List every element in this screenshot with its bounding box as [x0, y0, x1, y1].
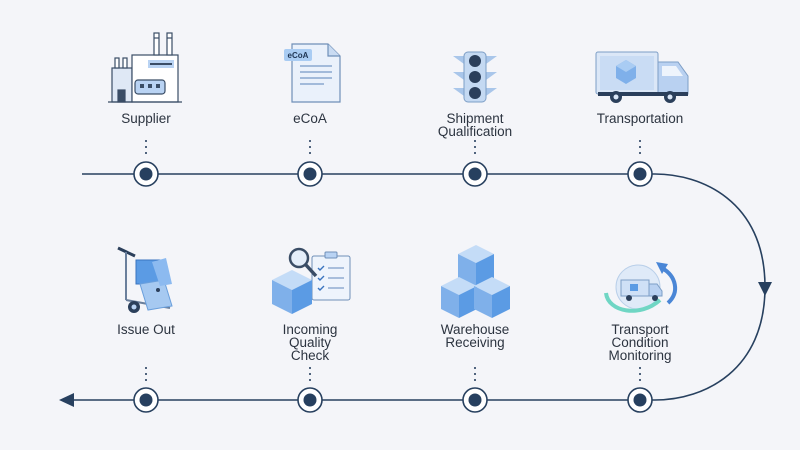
flow-arrow-down: [758, 282, 772, 296]
truck-icon: [595, 51, 689, 103]
node-shipment-qualification: [462, 140, 488, 187]
factory-icon: [108, 32, 182, 103]
monitoring-icon: [604, 262, 678, 313]
label-incoming-quality-check: Incoming Quality Check: [282, 322, 338, 363]
label-ecoa: eCoA: [293, 111, 327, 126]
node-transport-condition-monitoring: [627, 367, 653, 413]
label-shipment-qualification: Shipment Qualification: [437, 111, 513, 139]
node-transportation: [627, 140, 653, 187]
boxes-icon: [441, 245, 510, 318]
document-icon: eCoA: [284, 43, 341, 103]
label-transport-condition-monitoring: Transport Condition Monitoring: [608, 322, 672, 363]
traffic-light-icon: [453, 51, 497, 103]
label-issue-out: Issue Out: [117, 322, 175, 337]
label-supplier: Supplier: [121, 111, 171, 126]
hand-truck-icon: [117, 246, 173, 313]
flow-line: [72, 173, 766, 401]
label-transportation: Transportation: [596, 111, 684, 126]
inspection-icon: [272, 247, 351, 314]
node-issue-out: [133, 367, 159, 413]
node-ecoa: [297, 140, 323, 187]
ecoa-badge: eCoA: [288, 51, 309, 60]
flow-arrow-left: [59, 393, 74, 407]
node-warehouse-receiving: [462, 367, 488, 413]
label-warehouse-receiving: Warehouse Receiving: [440, 322, 510, 350]
node-supplier: [133, 140, 159, 187]
node-incoming-quality-check: [297, 367, 323, 413]
